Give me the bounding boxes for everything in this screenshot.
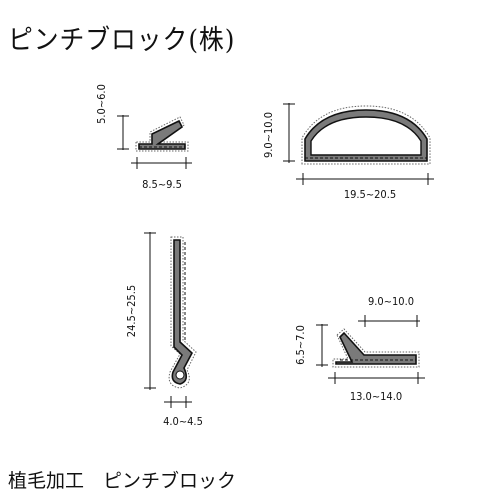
angled-top-label: 9.0~10.0 bbox=[368, 295, 414, 308]
angled-width-label: 13.0~14.0 bbox=[350, 390, 402, 403]
arch-width-label: 19.5~20.5 bbox=[344, 188, 396, 201]
arch-height-label: 9.0~10.0 bbox=[262, 112, 275, 158]
caption: 植毛加工 ピンチブロック bbox=[8, 470, 237, 492]
small-lip-width-label: 8.5~9.5 bbox=[142, 178, 182, 191]
tall-strip-profile: 24.5~25.5 4.0~4.5 bbox=[125, 232, 203, 428]
tall-strip-height-label: 24.5~25.5 bbox=[125, 285, 138, 337]
arch-profile: 9.0~10.0 19.5~20.5 bbox=[262, 103, 434, 201]
small-lip-height-label: 5.0~6.0 bbox=[95, 84, 108, 124]
angled-height-label: 6.5~7.0 bbox=[294, 325, 307, 365]
tall-strip-width-label: 4.0~4.5 bbox=[163, 415, 203, 428]
page-title: ピンチブロック(株) bbox=[8, 25, 236, 56]
small-lip-profile: 5.0~6.0 8.5~9.5 bbox=[95, 84, 192, 191]
angled-profile: 9.0~10.0 6.5~7.0 13.0~14.0 bbox=[294, 295, 425, 403]
